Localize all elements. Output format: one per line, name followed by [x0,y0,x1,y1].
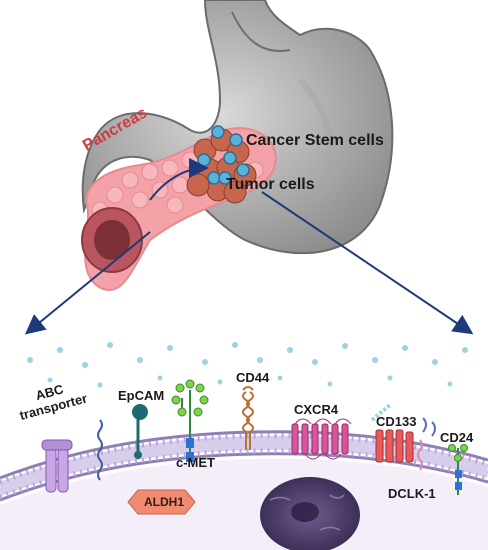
cd24-label: CD24 [440,430,474,445]
stomach-shape [81,0,394,255]
aldh1-shape [127,489,196,515]
nucleus-shape [260,477,360,550]
epcam-icon [132,404,148,459]
zoom-arrow-right [261,191,474,335]
dclk1-label: DCLK-1 [388,486,436,501]
zoom-arrow-left [24,231,151,335]
progression-arrow [149,158,209,201]
aldh1-label: ALDH1 [144,495,185,509]
epcam-label: EpCAM [118,388,165,403]
cd44-icon [242,386,254,450]
cd133-icon [370,403,414,463]
cxcr4-label: CXCR4 [294,402,339,417]
membrane-bilayer [0,430,488,502]
tumor-cells-label: Tumor cells [226,176,315,193]
cxcr4-icon [291,418,352,460]
dclk1-icon [417,439,423,471]
extracellular-dots [27,342,468,388]
cd24-icon [448,444,468,495]
cmet-label: c-MET [176,455,215,470]
cmet-icon [171,379,209,462]
cd133-label: CD133 [376,414,417,429]
cancer-stem-cells-label: Cancer Stem cells [246,132,384,149]
cd44-label: CD44 [236,370,270,385]
squiggle-receptor-icon [97,419,103,481]
cytoplasm [0,458,488,550]
tumor-cluster [186,125,257,204]
abc-transporter-icon [41,439,73,493]
glycan-icon [422,417,436,437]
